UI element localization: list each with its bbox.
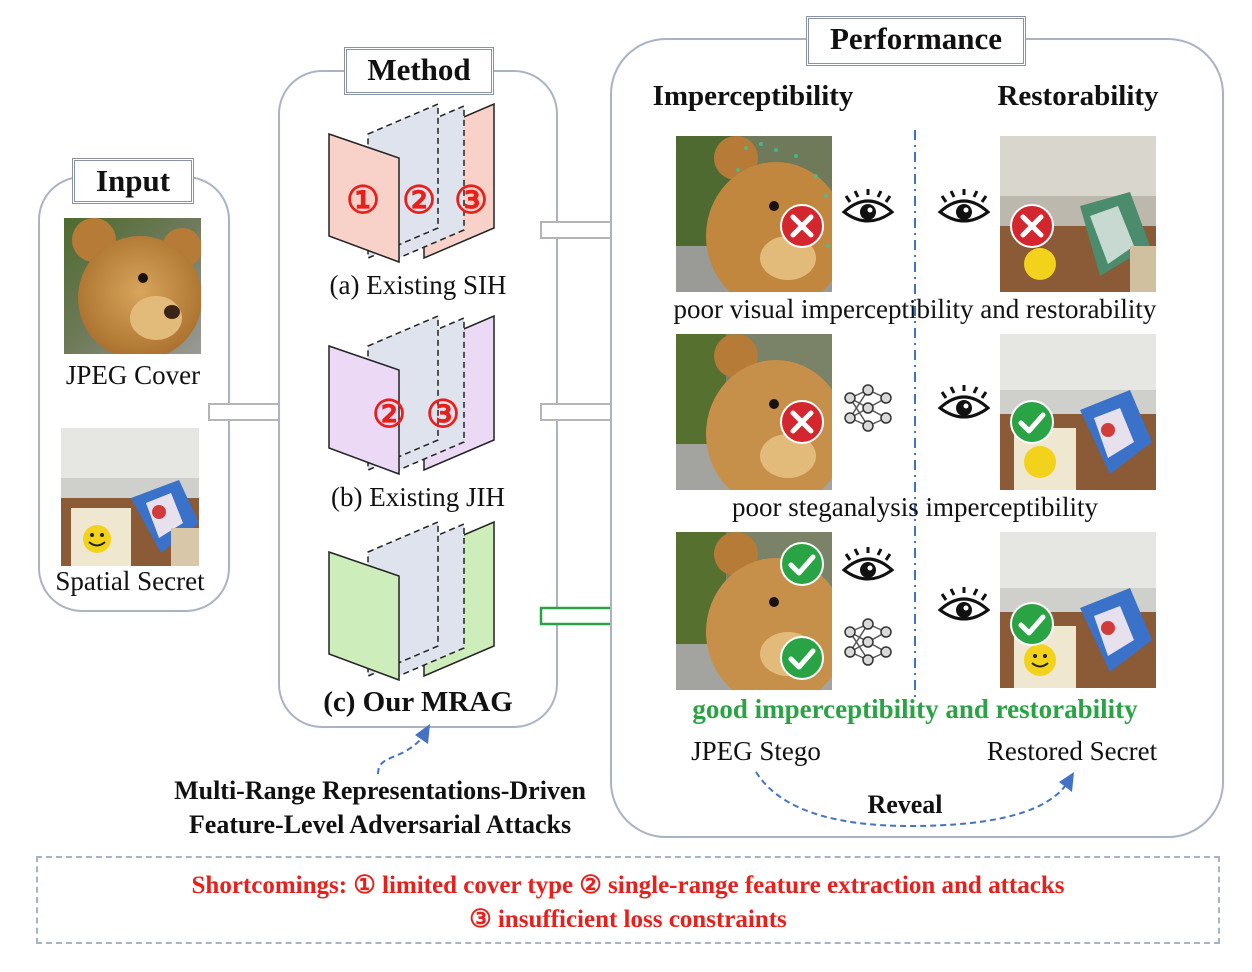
check-icon <box>1010 602 1054 646</box>
shortcomings-line-1: Shortcomings: ① limited cover type ② sin… <box>191 872 1065 899</box>
restorability-header: Restorability <box>997 80 1159 112</box>
neural-network-icon <box>844 618 892 666</box>
sih-marker-3: ③ <box>453 180 489 222</box>
row1-caption: poor visual imperceptibility and restora… <box>673 294 1157 324</box>
sih-label: (a) Existing SIH <box>329 270 507 300</box>
shortcomings-box <box>36 856 1220 944</box>
cross-icon <box>1010 204 1054 248</box>
jpeg-stego-label: JPEG Stego <box>691 736 821 766</box>
row3-caption: good imperceptibility and restorability <box>692 694 1138 724</box>
jih-feature-stack <box>328 314 495 476</box>
restored-secret-label: Restored Secret <box>986 736 1158 766</box>
column-separator <box>914 130 916 700</box>
eye-icon <box>937 189 991 223</box>
annotation-pointer-arrow <box>377 724 430 775</box>
jih-marker-3: ③ <box>425 394 461 436</box>
cross-icon <box>780 204 824 248</box>
sih-feature-stack <box>328 102 495 264</box>
stego-image-jih <box>676 334 832 490</box>
shortcomings-line-2: ③ insufficient loss constraints <box>469 906 787 933</box>
annotation-line-1: Multi-Range Representations-Driven <box>174 776 586 805</box>
jpeg-cover-label: JPEG Cover <box>65 360 201 390</box>
eye-icon <box>841 547 895 581</box>
jih-marker-2: ② <box>371 394 407 436</box>
input-title: Input <box>72 158 194 204</box>
check-icon <box>780 542 824 586</box>
spatial-secret-label: Spatial Secret <box>55 566 205 596</box>
eye-icon <box>937 587 991 621</box>
sih-marker-1: ① <box>345 180 381 222</box>
row2-caption: poor steganalysis imperceptibility <box>732 492 1098 522</box>
jih-label: (b) Existing JIH <box>331 482 505 512</box>
neural-network-icon <box>844 384 892 432</box>
reveal-arrow <box>755 771 1074 828</box>
spatial-secret-image <box>61 428 199 566</box>
jpeg-cover-image <box>64 218 201 354</box>
mrag-label: (c) Our MRAG <box>323 686 513 718</box>
reveal-label: Reveal <box>867 790 943 819</box>
cross-icon <box>780 400 824 444</box>
eye-icon <box>841 189 895 223</box>
performance-title: Performance <box>806 16 1026 66</box>
annotation-line-2: Feature-Level Adversarial Attacks <box>188 810 572 839</box>
sih-marker-2: ② <box>401 180 437 222</box>
eye-icon <box>937 385 991 419</box>
imperceptibility-header: Imperceptibility <box>652 80 854 112</box>
check-icon <box>1010 400 1054 444</box>
check-icon <box>780 636 824 680</box>
mrag-feature-stack <box>328 520 495 682</box>
method-title: Method <box>344 47 494 95</box>
